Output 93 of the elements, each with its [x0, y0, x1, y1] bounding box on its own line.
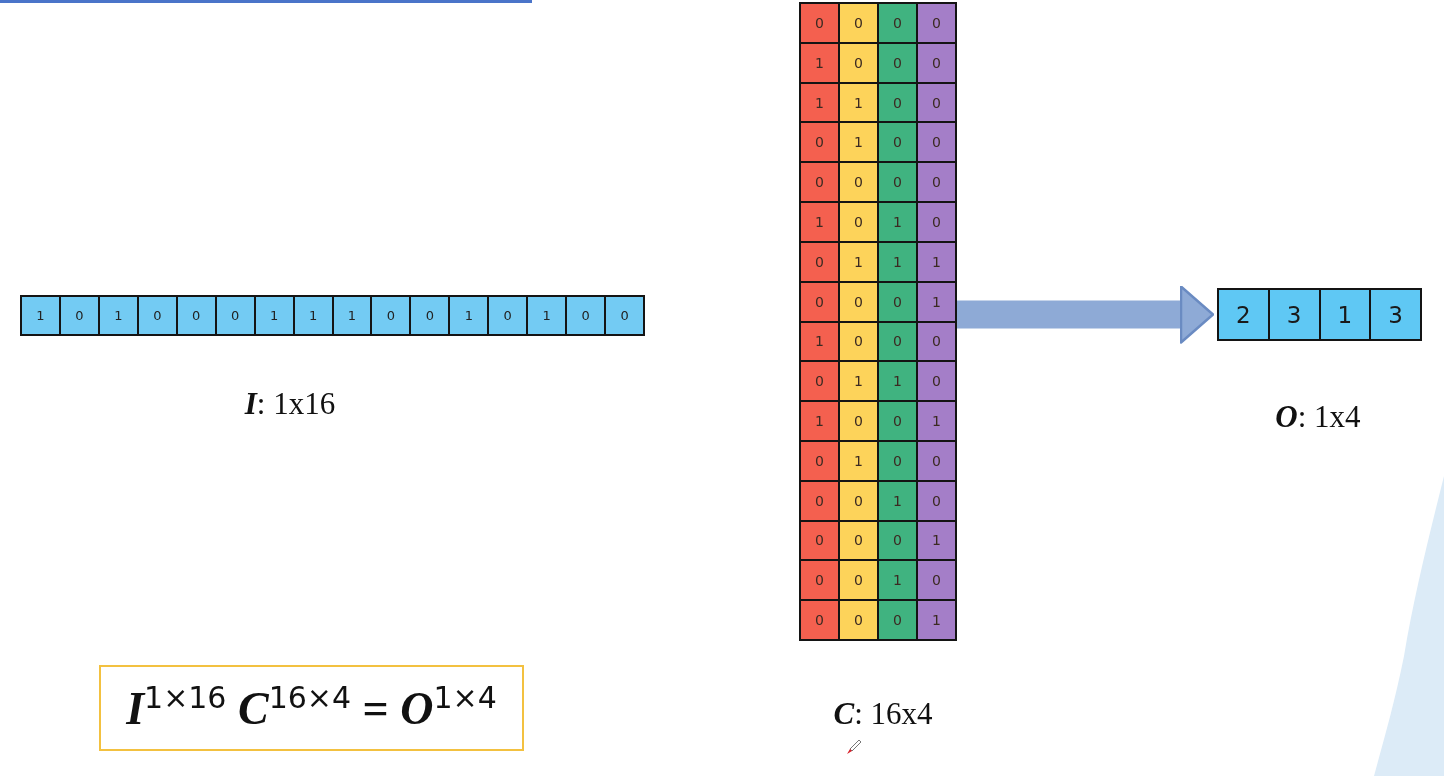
matrix-entry: 0 [879, 441, 916, 480]
matrix-entry: 0 [801, 481, 838, 520]
matrix-entry: 0 [879, 402, 916, 440]
matrix-entry: 0 [918, 163, 955, 202]
block-arrow [957, 285, 1215, 344]
matrix-entry: 1 [879, 203, 916, 241]
row-vector [1217, 288, 1422, 341]
matrix-entry: 0 [840, 203, 877, 241]
vector-entry: 1 [528, 297, 566, 334]
matrix-entry: 1 [801, 43, 838, 82]
matrix-entry: 1 [918, 242, 955, 281]
vector-entry: 0 [411, 297, 449, 334]
matrix-entry: 0 [840, 481, 877, 520]
matrix-entry: 1 [840, 242, 877, 281]
vector-entry: 0 [177, 297, 215, 334]
matrix-entry: 0 [801, 362, 838, 401]
matrix-entry: 0 [879, 322, 916, 361]
vector-entry: 1 [294, 297, 332, 334]
matrix-entry: 0 [879, 4, 916, 42]
matrix-entry: 1 [840, 123, 877, 162]
matrix-entry: 0 [879, 83, 916, 122]
matrix-entry: 0 [918, 83, 955, 122]
matrix-entry: 0 [918, 123, 955, 162]
vector-entry: 0 [216, 297, 254, 334]
matrix-entry: 1 [840, 441, 877, 480]
dimension-caption: O: 1x4 [1275, 400, 1361, 435]
matrix-entry: 0 [801, 601, 838, 639]
matrix-entry: 1 [840, 83, 877, 122]
matrix-entry: 1 [918, 402, 955, 440]
matrix-entry: 0 [801, 282, 838, 321]
matrix-entry: 0 [840, 601, 877, 639]
matrix-entry: 0 [918, 203, 955, 241]
formula-frame [99, 665, 524, 751]
matrix-entry: 0 [879, 163, 916, 202]
vector-entry: 0 [60, 297, 98, 334]
vector-entry: 1 [255, 297, 293, 334]
matrix-entry: 0 [840, 282, 877, 321]
matrix-entry: 1 [840, 362, 877, 401]
vector-entry: 0 [567, 297, 605, 334]
matrix-entry: 1 [879, 362, 916, 401]
matrix-entry: 1 [801, 83, 838, 122]
vector-entry: 0 [606, 297, 643, 334]
matrix-entry: 0 [918, 561, 955, 600]
vector-entry: 1 [333, 297, 371, 334]
matrix-entry: 0 [918, 4, 955, 42]
vector-entry: 0 [489, 297, 527, 334]
matrix-entry: 0 [840, 4, 877, 42]
matrix-entry: 1 [918, 521, 955, 560]
matrix-entry: 0 [879, 43, 916, 82]
matrix-entry: 1 [879, 481, 916, 520]
vector-entry: 3 [1371, 290, 1420, 339]
matrix-entry: 0 [918, 441, 955, 480]
matrix-entry: 0 [840, 521, 877, 560]
matrix-entry: 0 [918, 481, 955, 520]
matrix-entry: 0 [879, 521, 916, 560]
matrix-entry: 0 [801, 561, 838, 600]
matrix-entry: 1 [801, 203, 838, 241]
matrix-entry: 0 [801, 242, 838, 281]
matrix-entry: 0 [918, 43, 955, 82]
matrix-entry: 1 [801, 322, 838, 361]
vector-entry: 2 [1219, 290, 1268, 339]
matrix-entry: 1 [918, 282, 955, 321]
vector-entry: 0 [138, 297, 176, 334]
vector-entry: 0 [372, 297, 410, 334]
formula: I$^{1×16}$ C$^{16×4}$ = O$^{1×4}$ [126, 679, 497, 737]
vector-entry: 3 [1269, 290, 1319, 339]
matrix-entry: 0 [918, 322, 955, 361]
matrix-entry: 1 [801, 402, 838, 440]
matrix-entry: 0 [801, 4, 838, 42]
matrix-entry: 0 [801, 521, 838, 560]
vector-entry: 1 [99, 297, 137, 334]
vector-entry: 1 [1320, 290, 1370, 339]
matrix-entry: 0 [840, 561, 877, 600]
matrix-entry: 1 [879, 561, 916, 600]
matrix-entry: 0 [801, 123, 838, 162]
matrix-entry: 0 [879, 282, 916, 321]
vector-entry: 1 [22, 297, 59, 334]
matrix-grid [799, 2, 957, 641]
vector-entry: 1 [450, 297, 488, 334]
matrix-entry: 0 [840, 43, 877, 82]
dimension-caption: I: 1x16 [244, 387, 336, 422]
dimension-caption: C: 16x4 [833, 697, 933, 732]
matrix-entry: 0 [840, 402, 877, 440]
matrix-entry: 0 [879, 601, 916, 639]
matrix-entry: 0 [879, 123, 916, 162]
matrix-entry: 1 [879, 242, 916, 281]
matrix-entry: 0 [840, 163, 877, 202]
matrix-entry: 0 [801, 441, 838, 480]
matrix-entry: 0 [840, 322, 877, 361]
matrix-entry: 0 [801, 163, 838, 202]
matrix-entry: 0 [918, 362, 955, 401]
row-vector [20, 295, 645, 336]
matrix-entry: 1 [918, 601, 955, 639]
